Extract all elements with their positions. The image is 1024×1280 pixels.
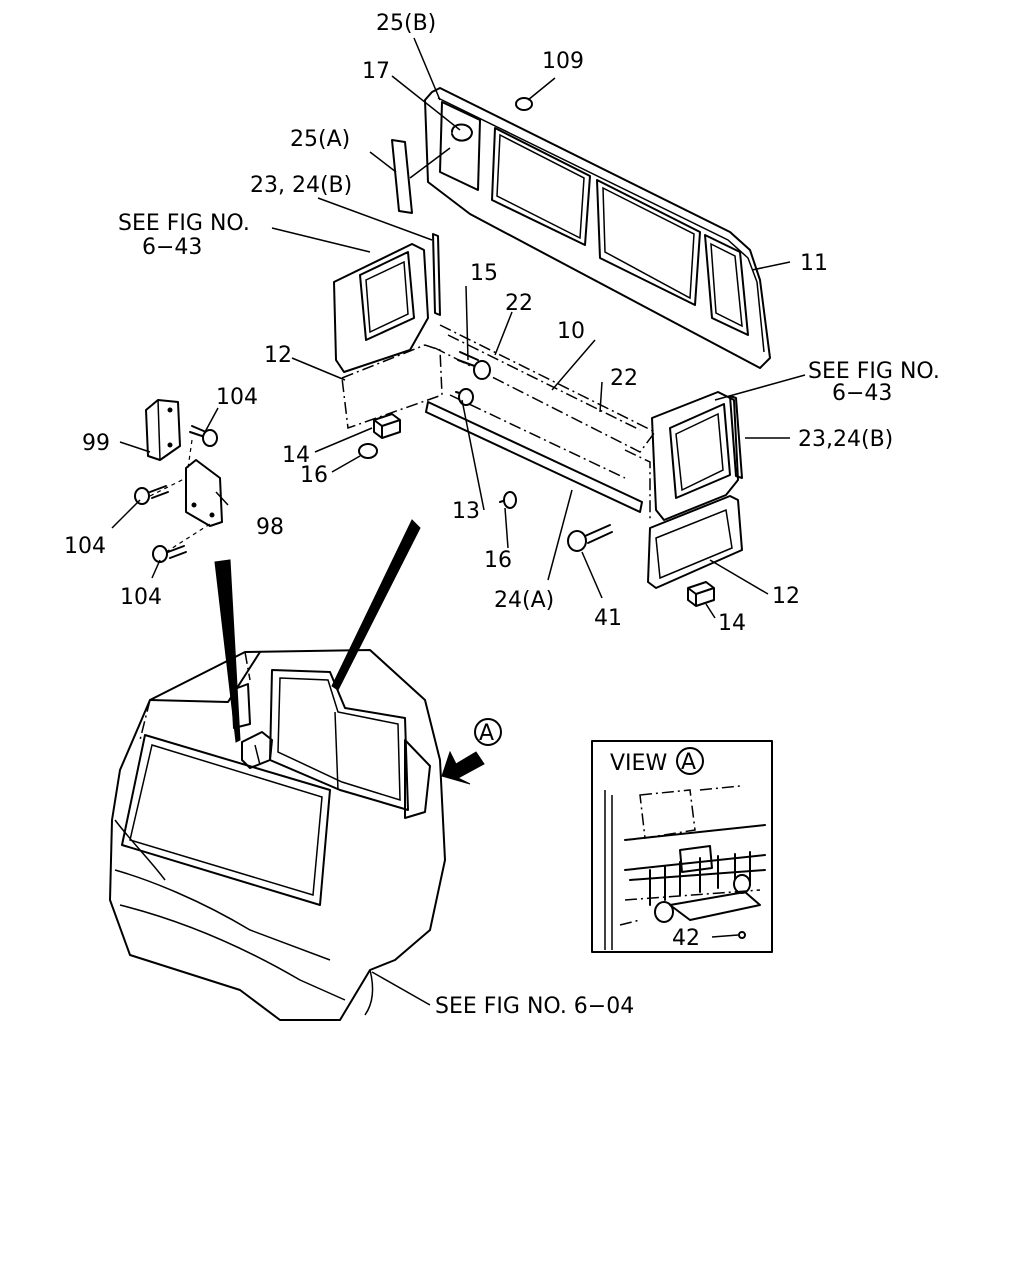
callout-42: 42 <box>672 926 700 951</box>
strip-23-24b-left <box>432 233 441 316</box>
callout-104-top: 104 <box>216 385 258 410</box>
screw-104-mid <box>134 485 169 505</box>
callout-14-right: 14 <box>718 611 746 636</box>
callout-12-right: 12 <box>772 584 800 609</box>
leader-lines <box>111 37 806 1006</box>
fastener-13 <box>455 388 474 406</box>
view-a-label: VIEW <box>610 751 667 776</box>
see-fig-left-line1: SEE FIG NO. <box>118 211 250 236</box>
view-a-label-letter: A <box>681 750 696 775</box>
callout-15: 15 <box>470 261 498 286</box>
callout-22-top: 22 <box>505 291 533 316</box>
callout-16-left: 16 <box>300 463 328 488</box>
view-a-marker-letter: A <box>479 721 494 746</box>
screw-16-mid <box>499 491 517 509</box>
callout-23-24b-left: 23, 24(B) <box>250 173 352 198</box>
see-fig-right-line2: 6−43 <box>832 381 892 406</box>
callout-14-left: 14 <box>282 443 310 468</box>
callout-104-mid: 104 <box>64 534 106 559</box>
bolt-41 <box>567 524 613 552</box>
plate-98 <box>185 459 223 527</box>
callout-16-mid: 16 <box>484 548 512 573</box>
clip-109 <box>515 97 533 111</box>
see-fig-bottom: SEE FIG NO. 6−04 <box>435 994 634 1019</box>
callout-99: 99 <box>82 431 110 456</box>
callout-12-left: 12 <box>264 343 292 368</box>
callout-109: 109 <box>542 49 584 74</box>
view-a-arrow <box>441 750 485 785</box>
strip-25a <box>391 139 413 214</box>
callout-11: 11 <box>800 251 828 276</box>
callout-25b: 25(B) <box>376 11 436 36</box>
view-a-marker <box>474 718 502 746</box>
callout-17: 17 <box>362 59 390 84</box>
see-fig-left-line2: 6−43 <box>142 235 202 260</box>
left-side-trim <box>333 243 443 430</box>
bracket-99 <box>145 399 181 461</box>
leader-arrow-right <box>331 519 421 691</box>
rear-panel-11 <box>424 87 771 369</box>
fastener-15 <box>457 351 491 380</box>
callout-104-bot: 104 <box>120 585 162 610</box>
callout-25a: 25(A) <box>290 127 350 152</box>
see-fig-right-line1: SEE FIG NO. <box>808 359 940 384</box>
screw-104-top <box>189 425 218 447</box>
screw-104-bot <box>152 545 187 563</box>
view-a-inset <box>591 740 773 953</box>
callout-24a: 24(A) <box>494 588 554 613</box>
callout-22-mid: 22 <box>610 366 638 391</box>
clip-14-right <box>687 581 715 607</box>
callout-23-24b-right: 23,24(B) <box>798 427 893 452</box>
clip-16-left <box>358 443 378 459</box>
callout-98: 98 <box>256 515 284 540</box>
right-side-trim <box>647 391 743 589</box>
cab-body <box>109 649 446 1021</box>
callout-10: 10 <box>557 319 585 344</box>
center-trim-10 <box>425 324 657 520</box>
leader-arrow-left <box>214 559 241 743</box>
callout-13: 13 <box>452 499 480 524</box>
callout-41: 41 <box>594 606 622 631</box>
clip-14-left <box>373 413 401 439</box>
